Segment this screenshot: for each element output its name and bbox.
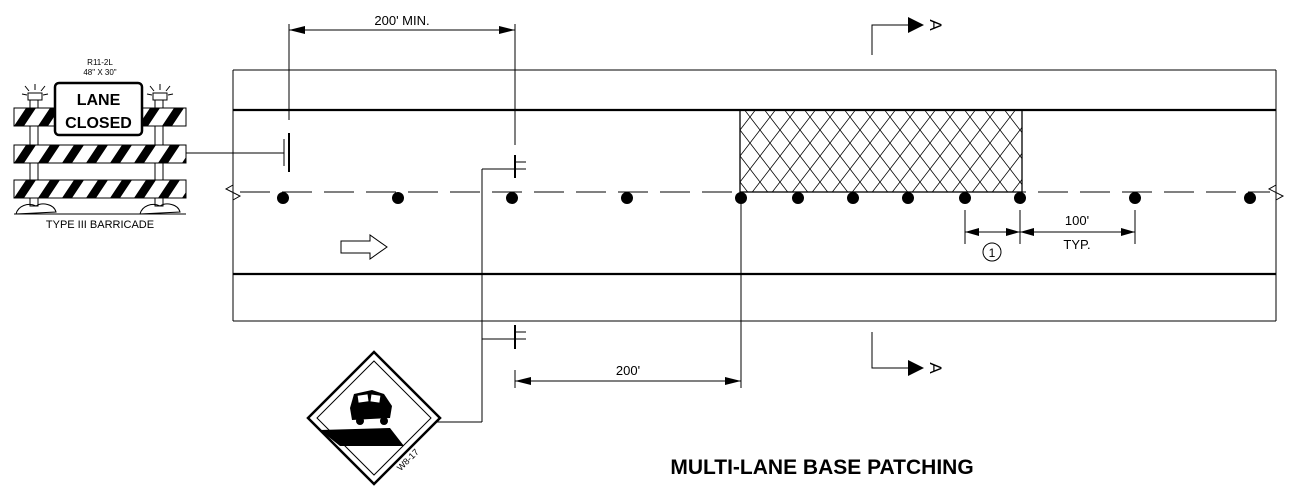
barricade-foot xyxy=(139,203,181,215)
warning-diamond-border xyxy=(316,360,432,476)
dim-label-typ: TYP. xyxy=(1063,237,1090,252)
channelizing-device xyxy=(621,192,633,204)
barricade-caption: TYPE III BARRICADE xyxy=(46,219,154,231)
w8-17-warning-sign: W8-17 xyxy=(306,350,442,486)
barricade-foot xyxy=(15,203,57,215)
patch-work-area xyxy=(739,109,1023,193)
channelizing-device xyxy=(792,192,804,204)
dim-arrowhead xyxy=(1121,228,1135,236)
warning-light-icon xyxy=(146,84,174,101)
drawing-title: MULTI-LANE BASE PATCHING xyxy=(670,456,973,479)
channelizing-device xyxy=(392,192,404,204)
sign-text-line1: LANE xyxy=(77,92,121,109)
dim-label-top: 200' MIN. xyxy=(374,13,429,28)
dim-arrowhead xyxy=(725,377,741,385)
lane-closed-sign xyxy=(53,81,144,137)
dim-arrowhead xyxy=(1020,228,1034,236)
sign-code: R11-2L xyxy=(87,58,113,67)
channelizing-device xyxy=(902,192,914,204)
section-marker-top: A xyxy=(871,17,945,55)
dim-arrowhead xyxy=(965,228,979,236)
channelizing-device xyxy=(1244,192,1256,204)
dim-arrowhead xyxy=(515,377,531,385)
channelizing-device xyxy=(847,192,859,204)
dim-arrowhead xyxy=(499,26,515,34)
channelizing-device xyxy=(506,192,518,204)
traffic-direction-arrow xyxy=(340,234,388,260)
callout-number: 1 xyxy=(989,246,996,260)
dim-label-bottom: 200' xyxy=(616,363,640,378)
callout-circle xyxy=(982,242,1002,262)
warning-light-icon xyxy=(21,84,49,101)
sign-text-line2: CLOSED xyxy=(65,115,132,132)
channelizing-devices xyxy=(277,192,1256,204)
break-symbol-left xyxy=(224,184,242,201)
dim-arrowhead xyxy=(289,26,305,34)
section-label: A xyxy=(926,362,945,374)
dim-arrowhead xyxy=(1006,228,1020,236)
truck-drop-off-icon xyxy=(320,390,404,446)
channelizing-device xyxy=(1014,192,1026,204)
sign-size: 48" X 30" xyxy=(83,68,116,77)
channelizing-device xyxy=(277,192,289,204)
break-symbol-right xyxy=(1267,184,1285,201)
section-marker-bottom: A xyxy=(871,332,945,376)
section-label: A xyxy=(926,19,945,31)
dim-label-spacing: 100' xyxy=(1065,213,1089,228)
channelizing-device xyxy=(1129,192,1141,204)
channelizing-device xyxy=(959,192,971,204)
channelizing-device xyxy=(735,192,747,204)
type-iii-barricade: R11-2L 48" X 30" LANE CLOSED xyxy=(13,58,187,231)
